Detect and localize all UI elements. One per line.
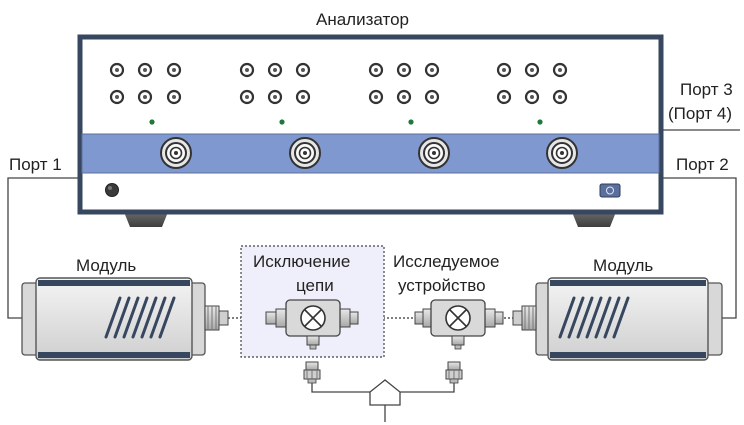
- analyzer-foot-right: [572, 212, 616, 227]
- module-left-label: Модуль: [76, 256, 137, 275]
- module-right-label: Модуль: [593, 256, 654, 275]
- knob-group-4: [496, 62, 568, 105]
- module-left: [21, 277, 229, 361]
- junction-pentagon: [369, 379, 401, 406]
- port-connector-3: [418, 137, 450, 169]
- indicator-led-3: [408, 119, 414, 125]
- knob: [496, 62, 512, 78]
- dut-label-line2: устройство: [398, 276, 486, 295]
- knob-group-1: [109, 62, 182, 105]
- knob: [396, 89, 412, 105]
- knob: [267, 89, 283, 105]
- exclusion-label-line2: цепи: [296, 276, 334, 295]
- knob: [424, 62, 440, 78]
- vent-slots-right: [558, 296, 630, 339]
- bracket-left: [311, 383, 370, 393]
- port3-label: Порт 3: [680, 80, 733, 99]
- knob: [166, 62, 182, 78]
- vent-slots-left: [104, 296, 176, 339]
- knob-group-3: [368, 62, 440, 105]
- indicator-led-4: [537, 119, 543, 125]
- knob: [552, 62, 568, 78]
- usb-port-icon: [599, 183, 621, 198]
- port2-wire: [661, 177, 737, 319]
- knob: [137, 89, 153, 105]
- analyzer-title: Анализатор: [316, 10, 409, 29]
- port4-label: (Порт 4): [668, 104, 733, 123]
- port1-wire: [7, 177, 80, 319]
- knob: [166, 89, 182, 105]
- connection-lines: [7, 129, 740, 422]
- knob: [368, 89, 384, 105]
- knob: [524, 62, 540, 78]
- indicator-led-2: [279, 119, 285, 125]
- analyzer-foot-left: [124, 212, 168, 227]
- knob-group-2: [239, 62, 311, 105]
- port-connector-1: [160, 137, 192, 169]
- knob: [137, 62, 153, 78]
- knob: [239, 62, 255, 78]
- indicator-led-1: [149, 119, 155, 125]
- cable-connector-right: [445, 361, 463, 384]
- knob: [524, 89, 540, 105]
- knob: [295, 89, 311, 105]
- knob: [552, 89, 568, 105]
- analyzer-instrument: [77, 34, 664, 227]
- knob: [368, 62, 384, 78]
- analyzer-body: [77, 34, 664, 215]
- module-right: [512, 277, 723, 361]
- dut-device: [414, 299, 504, 350]
- port-connector-4: [546, 137, 578, 169]
- exclusion-label-line1: Исключение: [253, 252, 351, 271]
- power-button-icon: [105, 183, 119, 197]
- module-left-connector: [204, 305, 229, 331]
- bracket-right: [400, 383, 455, 393]
- port1-label: Порт 1: [9, 155, 62, 174]
- knob: [109, 89, 125, 105]
- knob: [496, 89, 512, 105]
- module-right-connector: [512, 305, 537, 331]
- port2-label: Порт 2: [676, 155, 729, 174]
- port-connector-2: [289, 137, 321, 169]
- knob: [424, 89, 440, 105]
- knob: [239, 89, 255, 105]
- cable-connector-left: [303, 361, 321, 384]
- knob: [109, 62, 125, 78]
- knob: [396, 62, 412, 78]
- exclusion-device: [265, 299, 359, 350]
- knob: [295, 62, 311, 78]
- dut-label-line1: Исследуемое: [393, 252, 500, 271]
- knob: [267, 62, 283, 78]
